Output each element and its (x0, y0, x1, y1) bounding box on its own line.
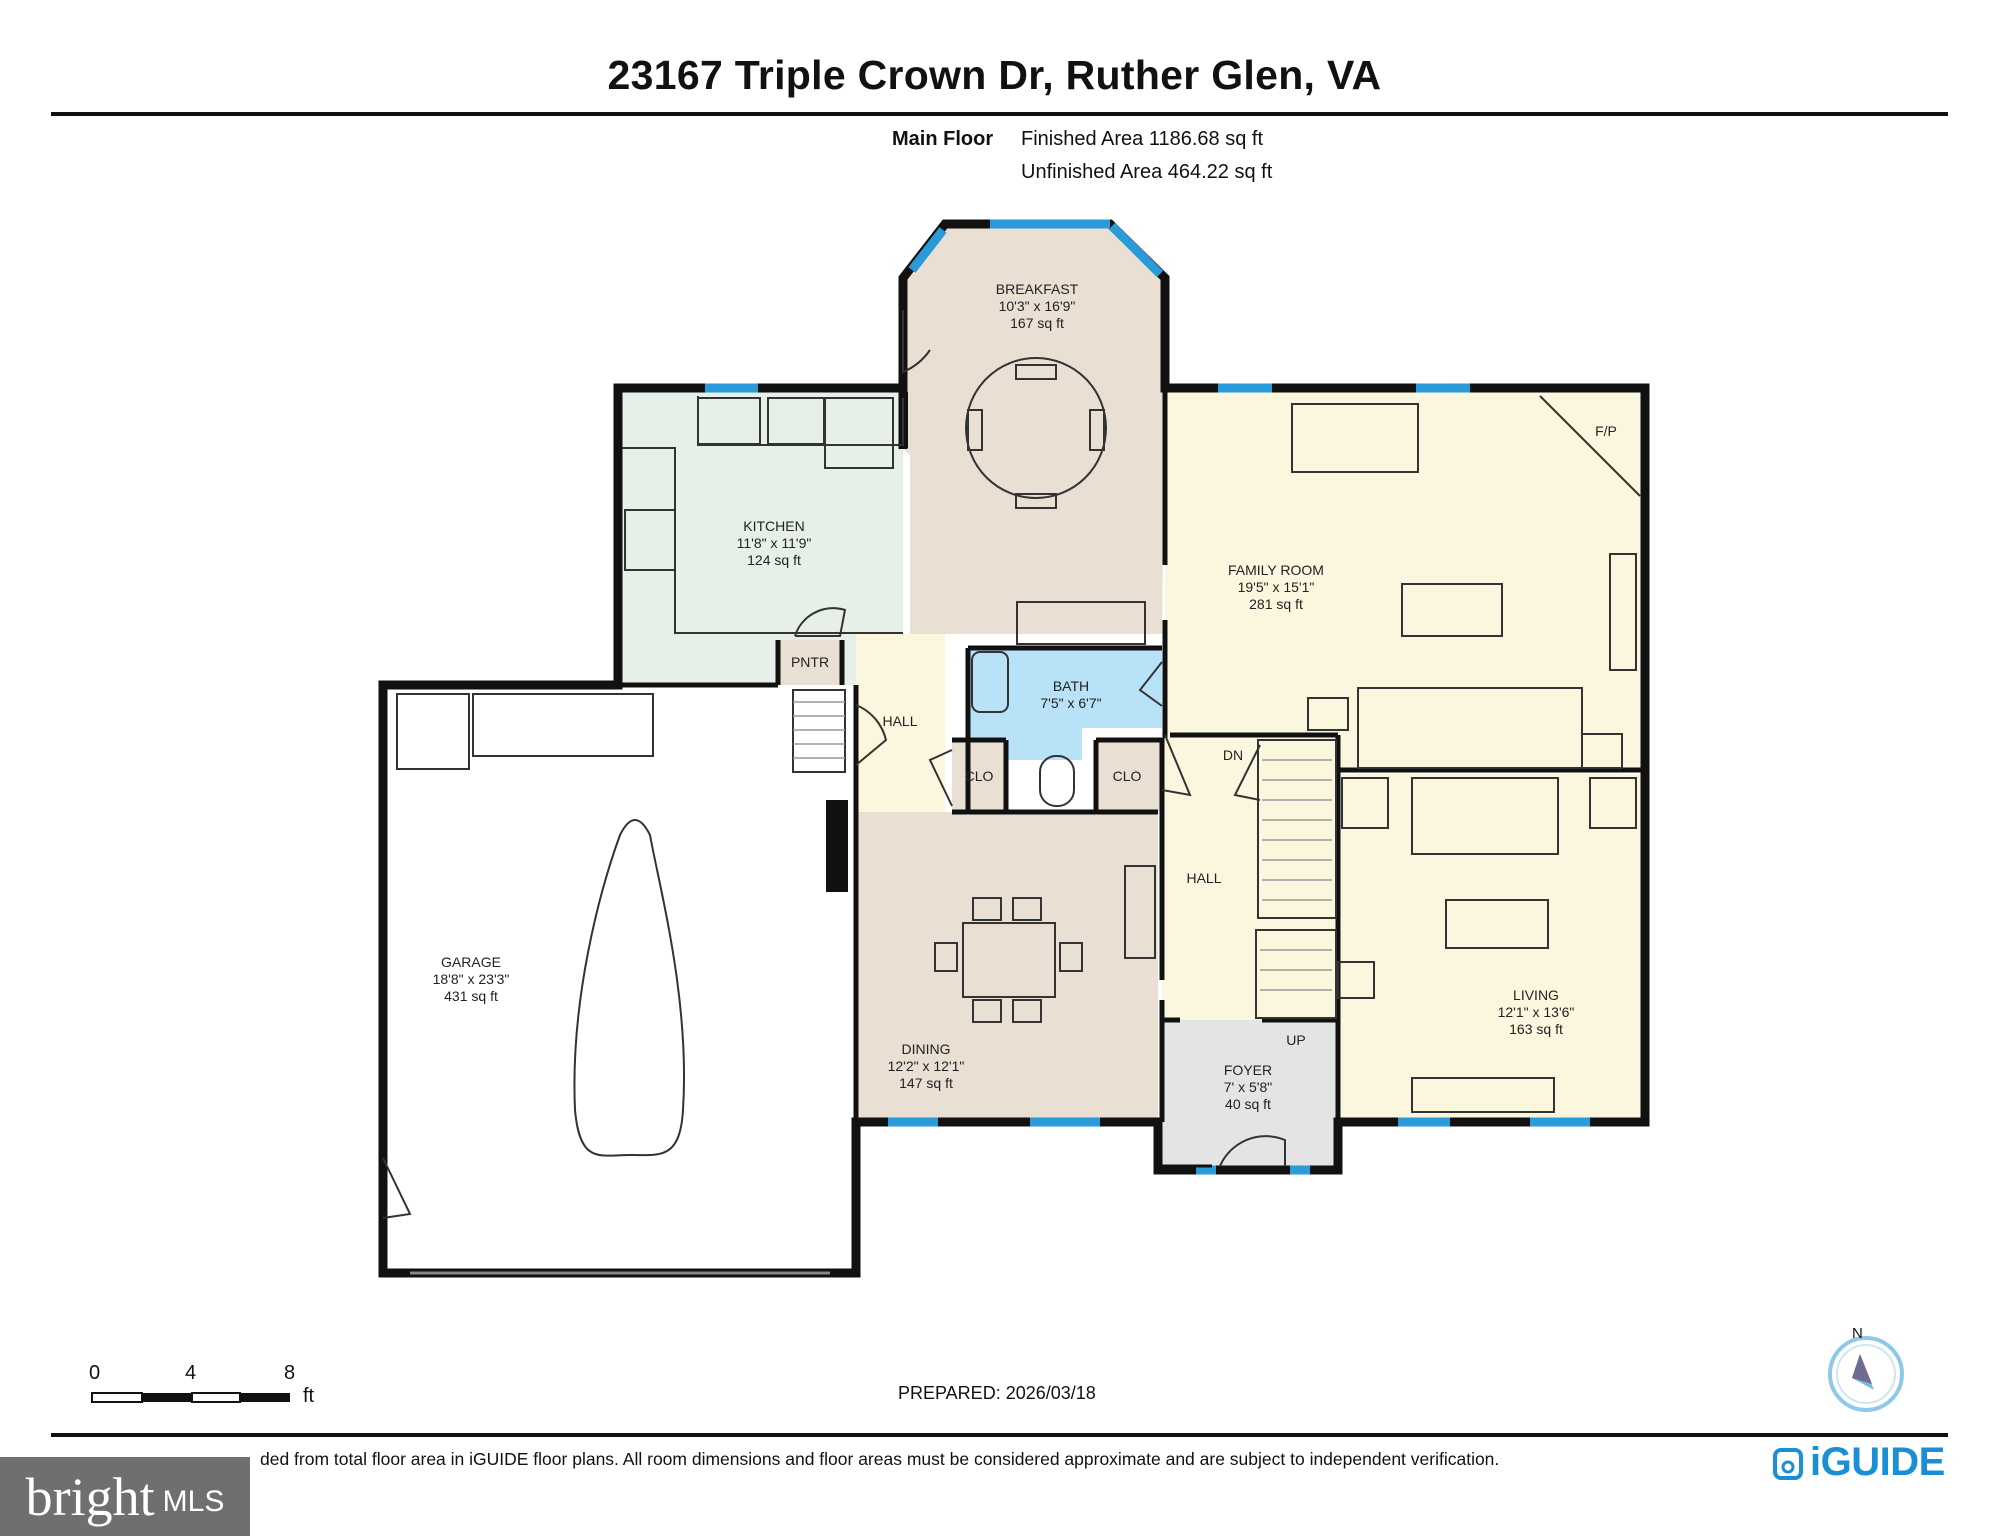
dining-room (856, 812, 1158, 1120)
scale-unit: ft (303, 1385, 315, 1407)
kitchen-room (618, 392, 903, 685)
dn-label: DN (1223, 747, 1243, 763)
header-rule (51, 112, 1948, 116)
brand-logo: iGUIDE (1810, 1440, 1945, 1484)
foyer-room (1162, 1020, 1338, 1170)
door-swings (382, 310, 1286, 1219)
clo-right (1096, 740, 1162, 812)
family-area: 281 sq ft (1249, 596, 1303, 612)
bath-name: BATH (1053, 678, 1089, 694)
iguide-logo-icon (1773, 1448, 1803, 1480)
dining-name: DINING (902, 1041, 951, 1057)
family-dims: 19'5" x 15'1" (1238, 579, 1315, 595)
dining-area: 147 sq ft (899, 1075, 953, 1091)
foyer-name: FOYER (1224, 1062, 1272, 1078)
garage-name: GARAGE (441, 954, 501, 970)
compass-icon: N (1828, 1325, 1904, 1412)
living-area: 163 sq ft (1509, 1021, 1563, 1037)
mls-word: bright (25, 1466, 155, 1527)
hall-right (1162, 735, 1338, 1020)
unfinished-area: Unfinished Area 464.22 sq ft (1021, 161, 1273, 183)
finished-area: Finished Area 1186.68 sq ft (1021, 128, 1264, 150)
floor-label: Main Floor (892, 128, 994, 150)
kitchen-dims: 11'8" x 11'9" (737, 535, 812, 551)
family-room (1165, 392, 1645, 768)
fixtures (396, 357, 1641, 1157)
living-name: LIVING (1513, 987, 1559, 1003)
scale-tick-4: 4 (185, 1362, 197, 1384)
interior-walls (618, 388, 1645, 1122)
garage-room (383, 685, 856, 1273)
stair-treads (793, 701, 1332, 991)
dining-dims: 12'2" x 12'1" (888, 1058, 965, 1074)
hall-right-label: HALL (1186, 870, 1221, 886)
bath-room (968, 648, 1162, 760)
breakfast-name: BREAKFAST (996, 281, 1079, 297)
windows (705, 219, 1590, 1175)
clo-left (952, 740, 1006, 812)
foyer-dims: 7' x 5'8" (1224, 1079, 1272, 1095)
wall-block (826, 800, 848, 892)
prepared-date: PREPARED: 2026/03/18 (898, 1383, 1096, 1403)
mls-suffix: MLS (162, 1484, 225, 1518)
page-title: 23167 Triple Crown Dr, Ruther Glen, VA (607, 52, 1382, 98)
garage-dims: 18'8" x 23'3" (433, 971, 510, 987)
clo-left-label: CLO (965, 768, 994, 784)
breakfast-area: 167 sq ft (1010, 315, 1064, 331)
compass-label: N (1852, 1325, 1863, 1342)
footer-rule (51, 1433, 1948, 1437)
bath-dims: 7'5" x 6'7" (1040, 695, 1101, 711)
fp-label: F/P (1595, 423, 1617, 439)
kitchen-name: KITCHEN (743, 518, 804, 534)
garage-area: 431 sq ft (444, 988, 498, 1004)
pntr-closet (778, 640, 842, 685)
room-labels: BREAKFAST 10'3" x 16'9" 167 sq ft KITCHE… (433, 281, 1617, 1112)
kitchen-area: 124 sq ft (747, 552, 801, 568)
up-label: UP (1286, 1032, 1305, 1048)
scale-tick-8: 8 (284, 1362, 296, 1384)
living-dims: 12'1" x 13'6" (1498, 1004, 1575, 1020)
scale-bar (91, 1392, 290, 1403)
disclaimer: ded from total floor area in iGUIDE floo… (260, 1449, 1500, 1469)
hall-left (856, 634, 945, 812)
foyer-area: 40 sq ft (1225, 1096, 1271, 1112)
breakfast-dims: 10'3" x 16'9" (999, 298, 1076, 314)
breakfast-room (903, 224, 1165, 634)
mls-watermark: bright MLS (0, 1457, 250, 1536)
family-name: FAMILY ROOM (1228, 562, 1324, 578)
clo-right-label: CLO (1113, 768, 1142, 784)
hall-left-label: HALL (882, 713, 917, 729)
pntr-label: PNTR (791, 654, 829, 670)
scale-tick-0: 0 (89, 1362, 101, 1384)
